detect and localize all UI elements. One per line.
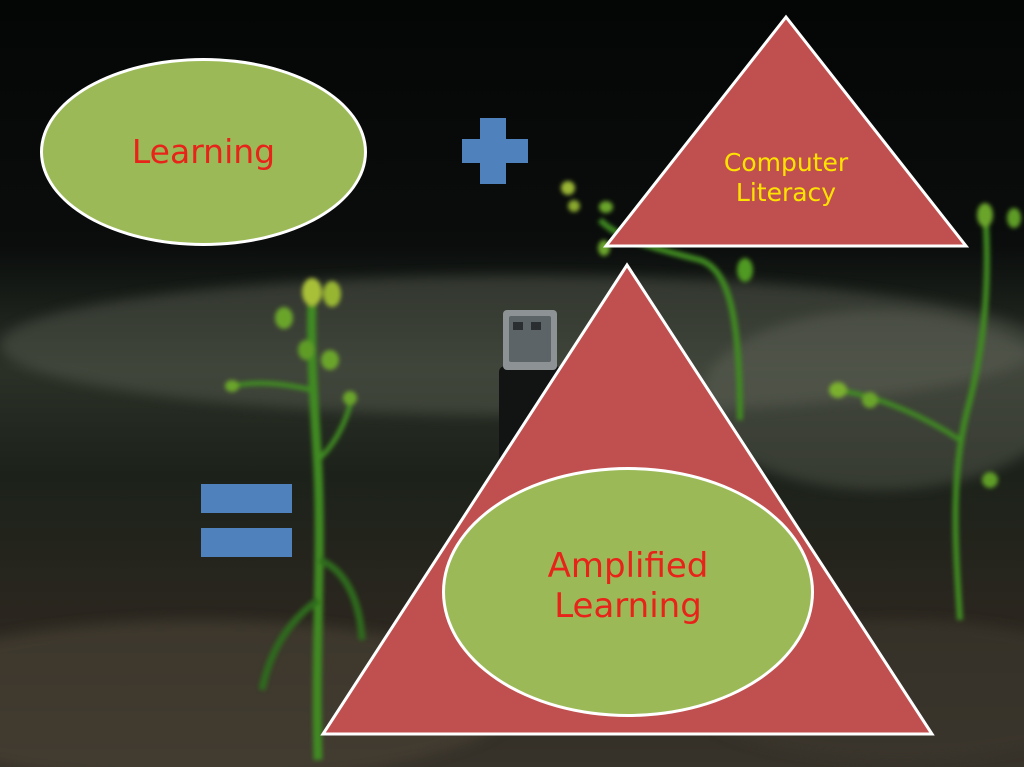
computer-literacy-triangle [602,14,970,248]
amplified-learning-label: Amplified Learning [547,546,709,627]
learning-label: Learning [131,132,276,171]
computer-literacy-label: Computer Literacy [723,148,849,207]
equals-icon [201,484,292,513]
equals-icon-bar [201,528,292,557]
amplified-learning-ellipse [442,467,814,717]
learning-ellipse [40,58,367,246]
plus-icon-bar [462,139,528,163]
